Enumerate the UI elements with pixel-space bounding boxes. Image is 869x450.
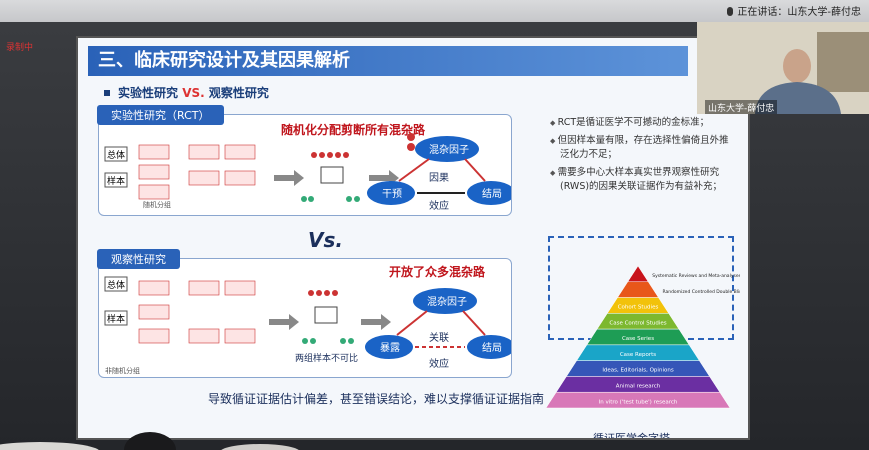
- arrow-icon: [361, 314, 391, 330]
- experimental-tag: 实验性研究（RCT）: [97, 105, 224, 125]
- bullet-item: RCT是循证医学不可撼动的金标准；: [550, 116, 730, 130]
- people-icon: [311, 152, 349, 158]
- flow-grid-icon: [138, 144, 256, 200]
- confounding-arrow: [396, 310, 428, 336]
- svg-text:结局: 结局: [482, 187, 502, 200]
- observational-tag: 观察性研究: [97, 249, 180, 269]
- intervention-node: [367, 181, 415, 205]
- audience-foreground: [0, 432, 299, 450]
- scissors-icon: [407, 133, 415, 151]
- outcome-node: [467, 335, 511, 359]
- microphone-icon: [727, 7, 734, 16]
- outcome-node: [467, 181, 511, 205]
- confounder-node: [415, 136, 479, 162]
- experimental-diagram: 总体 样本 随机分组 混杂因子 干预 结局 因果 效应: [104, 133, 511, 212]
- effect-label: 效应: [429, 199, 449, 212]
- subtitle-suffix: 观察性研究: [208, 86, 269, 100]
- svg-text:混杂因子: 混杂因子: [429, 144, 469, 156]
- exposure-node: [365, 335, 413, 359]
- people-icon: [308, 290, 338, 296]
- flow-population: 总体: [107, 279, 125, 291]
- svg-text:暴露: 暴露: [380, 342, 400, 354]
- computer-icon: [314, 306, 338, 324]
- arrow-icon: [274, 170, 304, 186]
- pyramid-level-label: Animal research: [616, 383, 661, 389]
- computer-icon: [320, 166, 344, 184]
- experimental-panel: 实验性研究（RCT） 随机化分配剪断所有混杂路 总体 样本 随机分组 混杂因子 …: [97, 105, 512, 216]
- meeting-top-bar: 正在讲话：山东大学-薛付忠: [0, 0, 869, 22]
- slide-title: 三、临床研究设计及其因果解析: [88, 46, 688, 76]
- confounding-arrow: [398, 158, 430, 182]
- speaker-silhouette: [697, 22, 869, 114]
- pyramid-level-label: Ideas, Editorials, Opinions: [602, 368, 674, 374]
- speaker-video[interactable]: 山东大学-薛付忠: [697, 22, 869, 114]
- pyramid-level-label: Case Reports: [620, 352, 656, 358]
- bullet-list: RCT是循证医学不可撼动的金标准； 但因样本量有限，存在选择性偏倚且外推泛化力不…: [550, 116, 730, 198]
- subtitle-prefix: 实验性研究: [118, 86, 179, 100]
- people-icon: [301, 196, 360, 202]
- projected-slide: 三、临床研究设计及其因果解析 实验性研究 VS. 观察性研究 实验性研究（RCT…: [78, 38, 748, 438]
- observational-panel: 观察性研究 开放了众多混杂路 总体 样本 非随机分组 两组样本不可比 混杂因子 …: [97, 249, 512, 378]
- pyramid-level-label: Case Control Studies: [609, 320, 666, 326]
- pyramid-level: [617, 281, 659, 298]
- svg-text:结局: 结局: [482, 341, 502, 354]
- evidence-pyramid: Systematic Reviews and Meta-analysesRand…: [545, 265, 740, 409]
- confounding-arrow: [464, 158, 486, 182]
- pyramid-caption: 循证医学金字塔: [593, 430, 670, 438]
- bullet-square-icon: [104, 90, 110, 96]
- effect-label: 因果: [429, 172, 449, 184]
- effect-label: 关联: [429, 331, 449, 344]
- svg-text:混杂因子: 混杂因子: [427, 296, 467, 308]
- effect-label: 效应: [429, 357, 449, 370]
- bullet-item: 需要多中心大样本真实世界观察性研究(RWS)的因果关联证据作为有益补充；: [550, 166, 730, 194]
- experimental-headline: 随机化分配剪断所有混杂路: [281, 123, 426, 137]
- pyramid-level-label: Case Series: [622, 336, 654, 342]
- pyramid-level-label: Cohort Studies: [618, 305, 659, 311]
- confounding-arrow: [462, 310, 486, 336]
- speaking-status: 正在讲话：山东大学-薛付忠: [737, 7, 861, 18]
- subtitle-vs: VS.: [182, 86, 205, 100]
- bottom-note: 导致循证证据估计偏差，甚至错误结论，难以支撑循证证据指南: [208, 392, 545, 406]
- bullet-item: 但因样本量有限，存在选择性偏倚且外推泛化力不足；: [550, 134, 730, 162]
- flow-grouping: 随机分组: [143, 200, 171, 209]
- confounder-node: [413, 288, 477, 314]
- observational-headline: 开放了众多混杂路: [389, 265, 486, 279]
- speaker-name-label: 山东大学-薛付忠: [705, 100, 778, 114]
- pyramid-level-label: Systematic Reviews and Meta-analyses: [652, 273, 740, 279]
- vs-label: Vs.: [308, 228, 343, 252]
- observational-diagram: 总体 样本 非随机分组 两组样本不可比 混杂因子 暴露 结局 关联: [104, 276, 511, 375]
- pyramid-level: [545, 391, 731, 409]
- pyramid-level: [627, 265, 649, 283]
- pyramid-level-label: Randomized Controlled Double Blind Studi…: [662, 289, 740, 295]
- svg-text:干预: 干预: [382, 188, 402, 200]
- flow-population: 总体: [107, 149, 125, 161]
- flow-sample: 样本: [107, 175, 125, 187]
- flow-sample: 样本: [107, 313, 125, 325]
- flow-grid-icon: [138, 280, 256, 344]
- pyramid-level-label: In vitro ('test tube') research: [599, 399, 678, 405]
- slide-subtitle: 实验性研究 VS. 观察性研究: [104, 84, 269, 101]
- non-comparable-caption: 两组样本不可比: [295, 352, 358, 364]
- flow-grouping: 非随机分组: [105, 366, 140, 375]
- recording-indicator[interactable]: 录制中: [6, 43, 34, 53]
- arrow-icon: [269, 314, 299, 330]
- people-icon: [302, 338, 354, 344]
